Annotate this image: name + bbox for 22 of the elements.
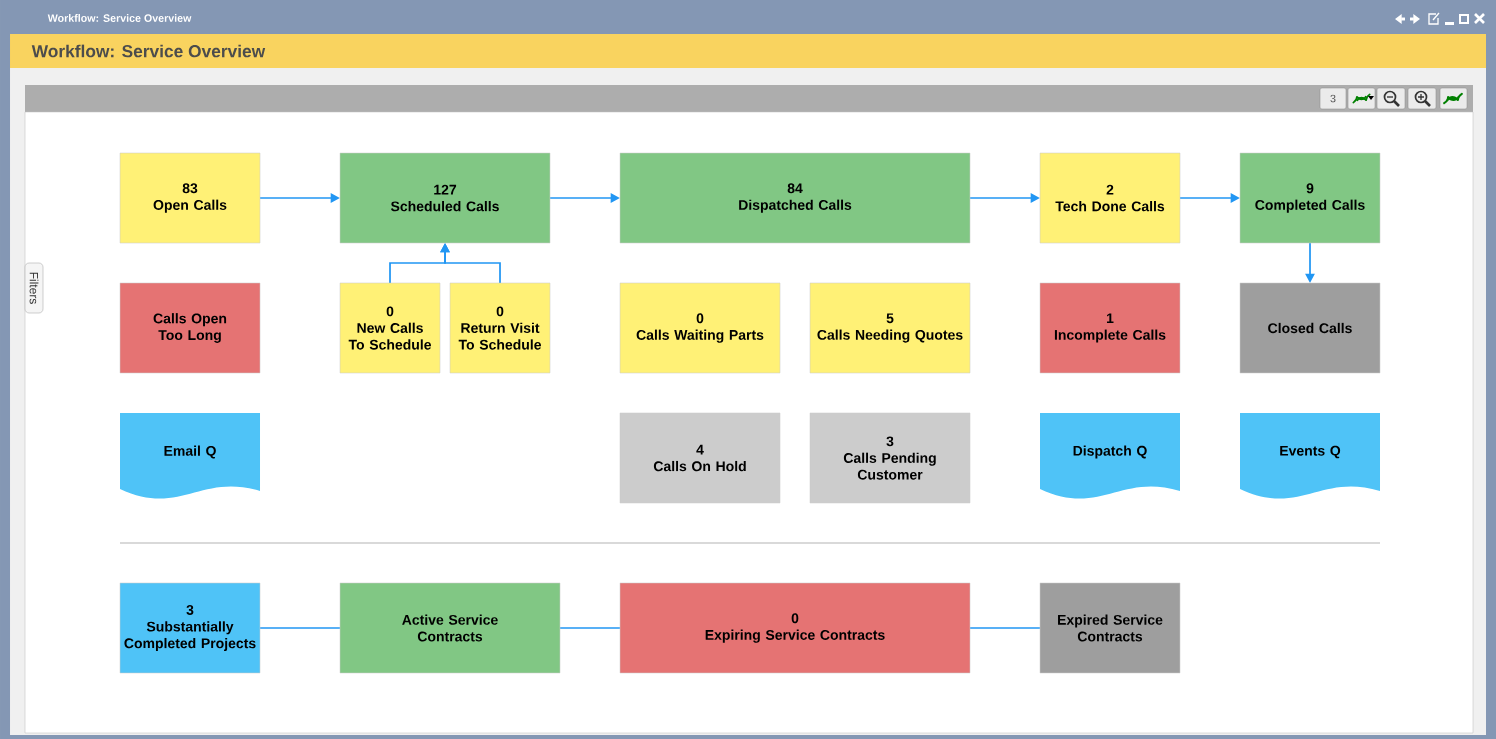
count-button: 3 (1319, 87, 1347, 110)
status-box: 2 Tech Done Calls (1039, 152, 1181, 244)
filters-tab: Filters (24, 262, 44, 314)
status-box: 5 Calls Needing Quotes (809, 282, 971, 374)
header-bar: Workflow: Service Overview (10, 34, 1486, 68)
status-box: Calls Open Too Long (119, 282, 261, 374)
status-box: 0 Return Visit To Schedule (449, 282, 551, 374)
status-box: 0 New Calls To Schedule (339, 282, 441, 374)
status-box: 4 Calls On Hold (619, 412, 781, 504)
status-box: 3 Calls Pending Customer (809, 412, 971, 504)
status-box: 1 Incomplete Calls (1039, 282, 1181, 374)
status-box: 3 Substantially Completed Projects (119, 582, 261, 674)
status-box: 9 Completed Calls (1239, 152, 1381, 244)
status-box: 83 Open Calls (119, 152, 261, 244)
status-box: 127 Scheduled Calls (339, 152, 551, 244)
status-box: 0 Expiring Service Contracts (619, 582, 971, 674)
status-box: 84 Dispatched Calls (619, 152, 971, 244)
status-box: Active Service Contracts (339, 582, 561, 674)
status-box: Closed Calls (1239, 282, 1381, 374)
status-box: Expired Service Contracts (1039, 582, 1181, 674)
status-box: 0 Calls Waiting Parts (619, 282, 781, 374)
window-title: Workflow: Service Overview (47, 14, 192, 22)
